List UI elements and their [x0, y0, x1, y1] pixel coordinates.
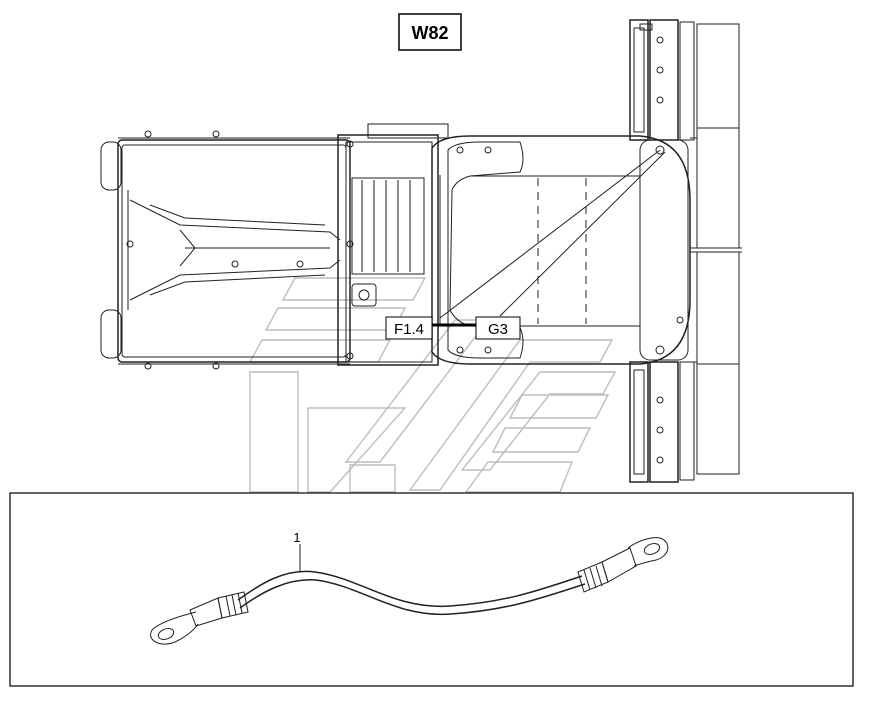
connector-f1-4-label: F1.4 — [394, 321, 424, 338]
machine-top-view-icon — [100, 19, 742, 483]
connector-g3-box — [475, 316, 521, 340]
diagram-title-box: W82 — [398, 13, 462, 51]
diagram-title: W82 — [411, 23, 448, 43]
connector-g3-label: G3 — [488, 321, 508, 338]
part-detail-panel — [9, 492, 854, 687]
connector-link: F1.4 G3 — [385, 316, 521, 340]
battery-cable-part-icon — [150, 537, 669, 645]
connector-f1-4-box — [385, 316, 433, 340]
part-callout-number: 1 — [293, 530, 300, 545]
